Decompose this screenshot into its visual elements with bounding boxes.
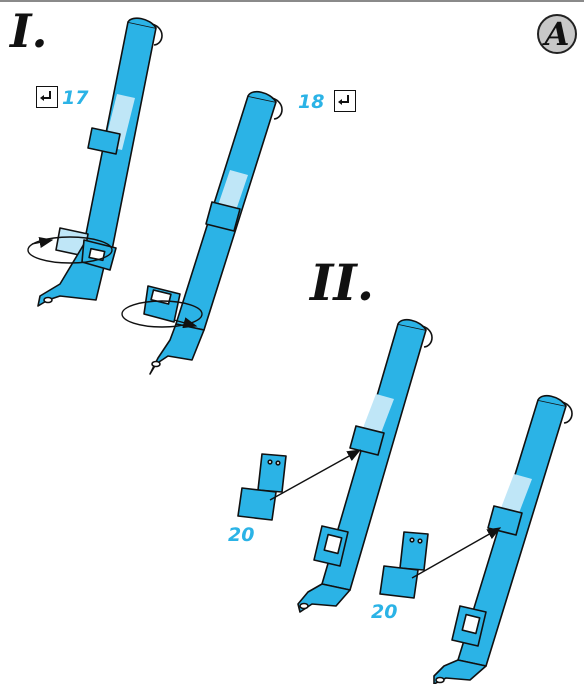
insert-arrow-one xyxy=(269,449,362,501)
section-badge-letter: A xyxy=(544,15,570,53)
step-numeral-two: II. xyxy=(310,253,375,312)
return-arrow-icon xyxy=(36,86,58,108)
callout-18: 18 xyxy=(298,91,325,113)
pad-part-20-b xyxy=(379,531,429,599)
strap-four xyxy=(433,394,573,684)
strap-one xyxy=(37,17,163,307)
section-badge: A xyxy=(537,14,577,54)
rotation-arrow-two xyxy=(121,300,203,328)
callout-20-first: 20 xyxy=(228,524,255,546)
callout-17: 17 xyxy=(62,87,89,109)
pad-part-20-a xyxy=(237,453,287,521)
callout-20-second: 20 xyxy=(371,601,398,623)
return-arrow-icon xyxy=(334,90,356,112)
strap-three xyxy=(297,318,433,613)
rotation-arrow-one xyxy=(27,236,113,264)
insert-arrow-two xyxy=(411,527,502,579)
step-numeral-one: I. xyxy=(10,4,48,58)
top-divider xyxy=(0,0,584,2)
strap-two xyxy=(143,90,283,375)
